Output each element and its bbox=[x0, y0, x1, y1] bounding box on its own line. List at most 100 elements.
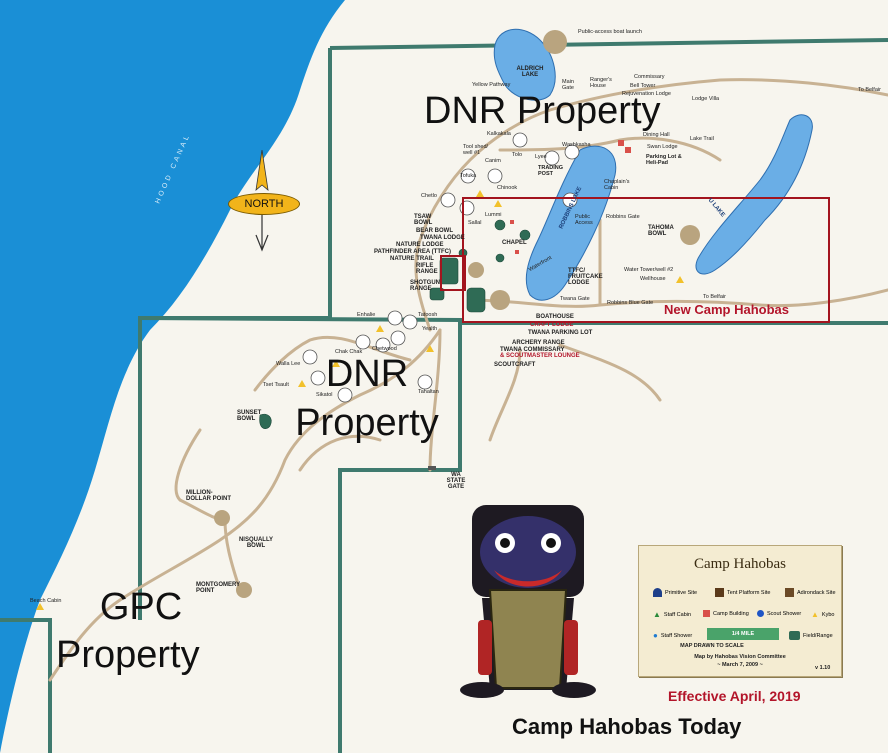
kybo-markers bbox=[36, 190, 684, 610]
dnr-south-label-line1: DNR bbox=[325, 353, 409, 395]
primitive-site-icon bbox=[653, 588, 662, 597]
tool-shed-label: Tool shed/ well #1 bbox=[463, 144, 489, 156]
legend-scout-shower: Scout Shower bbox=[757, 610, 801, 617]
belfair-top-label: To Belfair bbox=[858, 87, 881, 93]
million-dollar-label: MILLION-DOLLAR POINT bbox=[186, 490, 231, 502]
archery-range-label: ARCHERY RANGE bbox=[512, 340, 565, 346]
tolo-label: Tolo bbox=[512, 152, 523, 158]
boat-launch-label: Public-access boat launch bbox=[578, 29, 642, 35]
legend-adirondack: Adirondack Site bbox=[785, 588, 836, 597]
trails bbox=[48, 78, 888, 682]
craft-lodge-label: CRAFT LODGE bbox=[530, 322, 574, 328]
beach-cabin-label: Beach Cabin bbox=[30, 598, 62, 604]
adirondack-sites bbox=[214, 30, 700, 598]
belfair-right-label: To Belfair bbox=[703, 294, 726, 300]
chinook-label: Chinook bbox=[497, 185, 518, 191]
wa-state-gate-label: WA STATE GATE bbox=[446, 472, 466, 490]
tsaw-bowl-label: TSAW BOWL bbox=[414, 214, 433, 226]
gpc-label-line1: GPC bbox=[99, 586, 183, 628]
commissary-label: Commissary bbox=[634, 74, 665, 80]
sallal-label: Sallal bbox=[468, 220, 482, 226]
nature-lodge-label: NATURE LODGE bbox=[396, 242, 444, 248]
bell-tower-label: Bell Tower bbox=[630, 83, 656, 89]
montgomery-point-label: MONTGOMERY POINT bbox=[196, 582, 241, 594]
camp-building-icon bbox=[703, 610, 710, 617]
aldrich-lake-label: ALDRICH LAKE bbox=[516, 66, 544, 78]
tset-tsault-label: Tset Tsault bbox=[263, 382, 289, 388]
legend-scale-bar: 1/4 MILE bbox=[707, 628, 779, 640]
camp-buildings bbox=[510, 140, 631, 254]
gpc-label-line2: Property bbox=[56, 634, 200, 676]
wellhouse-label: Wellhouse bbox=[640, 276, 666, 282]
effective-date-text: Effective April, 2019 bbox=[668, 688, 801, 704]
boathouse-label: BOATHOUSE bbox=[536, 314, 574, 320]
yellow-pathway-label: Yellow Pathway bbox=[472, 82, 511, 88]
tahoma-bowl-label: TAHOMA BOWL bbox=[648, 225, 674, 237]
chetwood-label: Chetwood bbox=[372, 346, 397, 352]
shotgun-range-label: SHOTGUN RANGE bbox=[410, 280, 440, 292]
property-boundaries bbox=[0, 38, 888, 753]
chapel-label: CHAPEL bbox=[502, 240, 527, 246]
legend-title: Camp Hahobas bbox=[693, 556, 787, 572]
aldrich-lake bbox=[493, 28, 556, 101]
north-arrow-tail bbox=[255, 215, 269, 252]
washkasha-label: Washkasha bbox=[562, 142, 591, 148]
legend-version: v 1.10 bbox=[815, 665, 831, 671]
robbins-gate-label: Robbins Gate bbox=[606, 214, 640, 220]
ttfc-lodge-label: TTFC/ FRUITCAKE LODGE bbox=[568, 268, 603, 286]
legend-kybo: ▲ Kybo bbox=[811, 610, 835, 619]
walla-lee-label: Walla Lee bbox=[276, 361, 301, 367]
sunset-bowl-label: SUNSET BOWL bbox=[237, 410, 262, 422]
tahaltan-label: Tahaltan bbox=[418, 389, 439, 395]
field-range-icon bbox=[789, 631, 800, 640]
scoutmaster-lounge-label: & SCOUTMASTER LOUNGE bbox=[500, 353, 580, 359]
tofuka-label: Tofuka bbox=[460, 173, 477, 179]
rifle-range-callout-box bbox=[440, 255, 466, 291]
beauty-lodge-label: Rejuvenation Lodge bbox=[622, 91, 671, 97]
enhalie-label: Enhalie bbox=[357, 312, 376, 318]
legend-camp-building: Camp Building bbox=[703, 610, 749, 617]
nisqually-bowl-label: NISQUALLY BOWL bbox=[238, 537, 274, 549]
public-access-label: Public Access bbox=[575, 214, 593, 226]
chak-chak-label: Chak Chak bbox=[335, 349, 363, 355]
rifle-range-label: RIFLE RANGE bbox=[416, 263, 438, 275]
legend-tent-platform: Tent Platform Site bbox=[715, 588, 770, 597]
campsite-markers bbox=[302, 132, 580, 403]
trading-post-label: TRADING POST bbox=[538, 165, 564, 177]
legend-field-range: Field/Range bbox=[789, 631, 833, 640]
rangers-house-label: Ranger's House bbox=[590, 77, 612, 89]
new-camp-label: New Camp Hahobas bbox=[664, 302, 789, 317]
yealth-label: Yealth bbox=[422, 326, 438, 332]
scout-shower-icon bbox=[757, 610, 764, 617]
staff-shower-icon: ● bbox=[653, 631, 658, 640]
lodge-villa-label: Lodge Villa bbox=[692, 96, 720, 102]
legend-staff-cabin: ▲ Staff Cabin bbox=[653, 610, 692, 619]
kalkakala-label: Kalkakala bbox=[487, 131, 511, 137]
legend-date: ~ March 7, 2009 ~ bbox=[717, 662, 763, 668]
lake-trail-label: Lake Trail bbox=[690, 136, 714, 142]
robbins-lake bbox=[525, 145, 617, 301]
chetlo-label: Chetlo bbox=[421, 193, 437, 199]
swan-lodge-label: Swan Lodge bbox=[647, 144, 678, 150]
hood-canal-water bbox=[0, 0, 345, 753]
legend-primitive: Primitive Site bbox=[653, 588, 697, 597]
legend-staff-shower: ● Staff Shower bbox=[653, 631, 693, 640]
legend-credit: Map by Hahobas Vision Committee bbox=[694, 654, 786, 660]
sikatol-label: Sikatol bbox=[316, 392, 333, 398]
dining-label: Dining Hall bbox=[643, 132, 670, 138]
lummi-label: Lummi bbox=[485, 212, 502, 218]
scoutcraft-label: SCOUTCRAFT bbox=[494, 362, 536, 368]
twana-lodge-label: TWANA LODGE bbox=[420, 235, 465, 241]
canim-label: Canim bbox=[485, 158, 501, 164]
kybo-icon: ▲ bbox=[811, 610, 819, 619]
dnr-north-label: DNR Property bbox=[424, 90, 661, 132]
u-lake bbox=[695, 114, 813, 275]
bear-bowl-label: BEAR BOWL bbox=[416, 228, 453, 234]
tatoosh-label: Tatoosh bbox=[418, 312, 438, 318]
staff-cabin-icon: ▲ bbox=[653, 610, 661, 619]
water-tower-label: Water Tower/well #2 bbox=[624, 267, 674, 273]
totem-illustration bbox=[460, 505, 596, 698]
map-legend: Camp Hahobas Primitive Site Tent Platfor… bbox=[638, 545, 842, 677]
